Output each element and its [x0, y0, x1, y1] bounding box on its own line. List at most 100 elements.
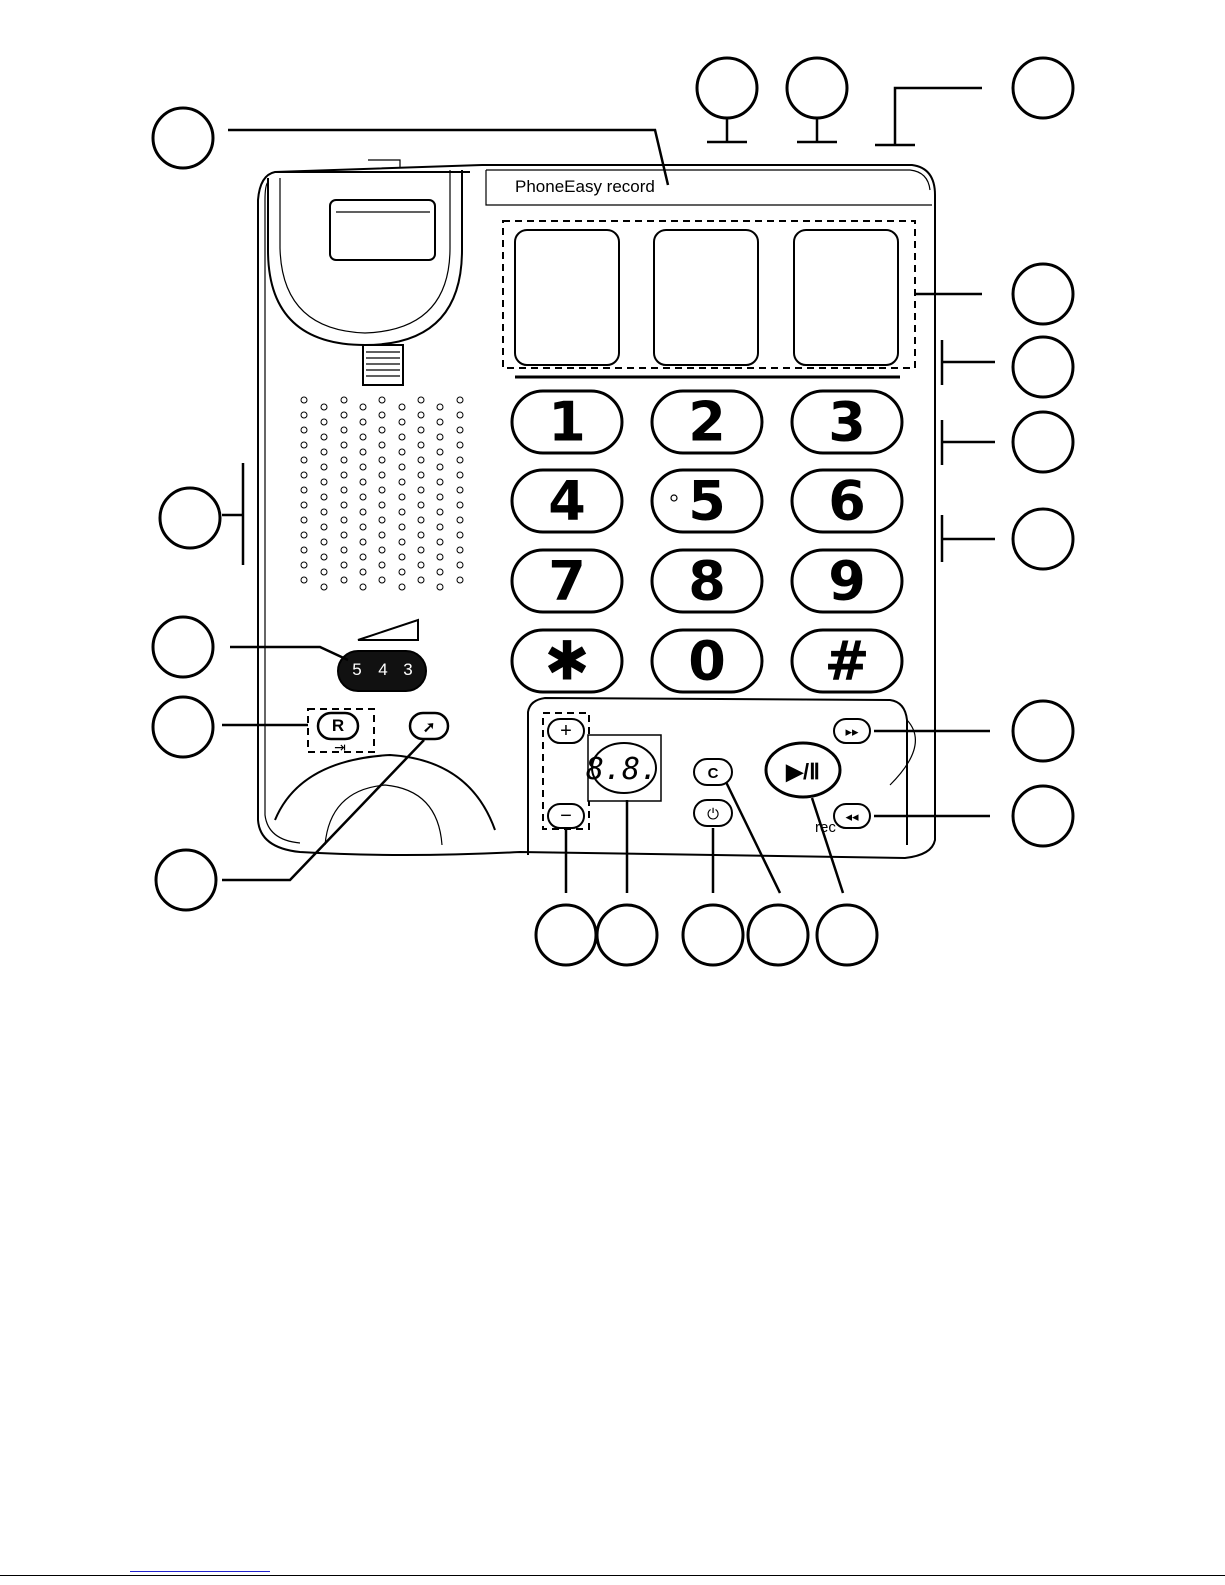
- speaker-hole: [379, 487, 385, 493]
- redial-key[interactable]: ➚: [410, 713, 448, 739]
- key-star[interactable]: ✱: [512, 630, 622, 693]
- rewind-button[interactable]: ◂◂: [834, 804, 870, 828]
- clear-button[interactable]: C: [694, 759, 732, 785]
- speaker-hole: [418, 547, 424, 553]
- speaker-hole: [301, 547, 307, 553]
- speaker-hole: [379, 562, 385, 568]
- speaker-hole: [457, 457, 463, 463]
- speaker-hole: [360, 509, 366, 515]
- speaker-hole: [457, 577, 463, 583]
- svg-text:✱: ✱: [544, 630, 589, 693]
- speaker-hole: [321, 419, 327, 425]
- speaker-hole: [301, 427, 307, 433]
- memory-key-3[interactable]: [794, 230, 898, 365]
- callout-memory-keys: [1013, 264, 1073, 324]
- speaker-hole: [418, 562, 424, 568]
- power-button[interactable]: ⏻: [694, 800, 732, 826]
- speaker-hole: [341, 517, 347, 523]
- r-key-group: R ⇥: [308, 709, 374, 755]
- speaker-hole: [301, 457, 307, 463]
- keypad: 1 2 3 4 5 6 7 8 9 ✱ 0 #: [512, 391, 902, 693]
- svg-text:9: 9: [828, 550, 866, 613]
- svg-text:8: 8: [688, 550, 726, 613]
- key-7[interactable]: 7: [512, 550, 622, 613]
- message-display: 8.8.: [586, 735, 661, 801]
- speaker-hole: [379, 577, 385, 583]
- speaker-hole: [418, 502, 424, 508]
- svg-text:▸▸: ▸▸: [845, 724, 859, 739]
- speaker-hole: [399, 554, 405, 560]
- speaker-hole: [437, 569, 443, 575]
- footer-link-underline: [130, 1571, 270, 1572]
- svg-text:2: 2: [688, 391, 726, 454]
- key-0[interactable]: 0: [652, 630, 762, 693]
- key-1[interactable]: 1: [512, 391, 622, 454]
- speaker-hole: [418, 472, 424, 478]
- volume-down-button[interactable]: −: [548, 804, 584, 828]
- speaker-hole: [341, 577, 347, 583]
- key-hash[interactable]: #: [792, 630, 902, 693]
- speaker-hole: [399, 434, 405, 440]
- speaker-hole: [437, 404, 443, 410]
- speaker-hole: [399, 449, 405, 455]
- speaker-hole: [399, 584, 405, 590]
- key-5[interactable]: 5: [652, 470, 762, 533]
- key-3[interactable]: 3: [792, 391, 902, 454]
- speaker-hole: [360, 539, 366, 545]
- speaker-hole: [321, 464, 327, 470]
- speaker-hole: [457, 412, 463, 418]
- memory-key-1[interactable]: [515, 230, 619, 365]
- speaker-hole: [321, 479, 327, 485]
- speaker-hole: [399, 404, 405, 410]
- callout-play-pause: [817, 905, 877, 965]
- svg-text:4: 4: [548, 470, 586, 533]
- speaker-hole: [321, 584, 327, 590]
- speaker-hole: [341, 502, 347, 508]
- r-key[interactable]: R: [318, 713, 358, 739]
- callout-speaker: [160, 488, 220, 548]
- callout-r-key: [153, 697, 213, 757]
- speaker-hole: [457, 427, 463, 433]
- key-6[interactable]: 6: [792, 470, 902, 533]
- speaker-hole: [379, 532, 385, 538]
- speaker-hole: [457, 532, 463, 538]
- key-4[interactable]: 4: [512, 470, 622, 533]
- memory-key-2[interactable]: [654, 230, 758, 365]
- callout-ringer-dial: [153, 617, 213, 677]
- svg-text:6: 6: [828, 470, 866, 533]
- speaker-hole: [457, 562, 463, 568]
- ringer-volume-dial[interactable]: 5 4 3: [338, 620, 426, 691]
- speaker-hole: [341, 397, 347, 403]
- key-9[interactable]: 9: [792, 550, 902, 613]
- speaker-hole: [399, 524, 405, 530]
- speaker-hole: [321, 434, 327, 440]
- speaker-grille: [301, 397, 463, 590]
- speaker-hole: [379, 457, 385, 463]
- play-pause-button[interactable]: ▶/Ⅱ: [766, 743, 840, 797]
- fast-forward-button[interactable]: ▸▸: [834, 719, 870, 743]
- speaker-hole: [418, 532, 424, 538]
- speaker-hole: [457, 472, 463, 478]
- speaker-hole: [399, 509, 405, 515]
- callout-redial: [156, 850, 216, 910]
- redial-icon: ➚: [423, 719, 436, 736]
- footer-rule: [0, 1575, 1225, 1576]
- speaker-hole: [437, 464, 443, 470]
- speaker-hole: [321, 569, 327, 575]
- rec-label: rec: [815, 819, 836, 836]
- speaker-hole: [341, 472, 347, 478]
- callout-rewind: [1013, 786, 1073, 846]
- callout-top-left: [697, 58, 757, 118]
- key-2[interactable]: 2: [652, 391, 762, 454]
- speaker-hole: [457, 547, 463, 553]
- speaker-hole: [379, 472, 385, 478]
- volume-up-button[interactable]: +: [548, 719, 584, 743]
- svg-text:#: #: [824, 630, 869, 693]
- volume-buttons: + −: [543, 713, 589, 829]
- key-8[interactable]: 8: [652, 550, 762, 613]
- speaker-hole: [301, 577, 307, 583]
- speaker-hole: [437, 419, 443, 425]
- speaker-hole: [341, 427, 347, 433]
- svg-text:1: 1: [548, 391, 586, 454]
